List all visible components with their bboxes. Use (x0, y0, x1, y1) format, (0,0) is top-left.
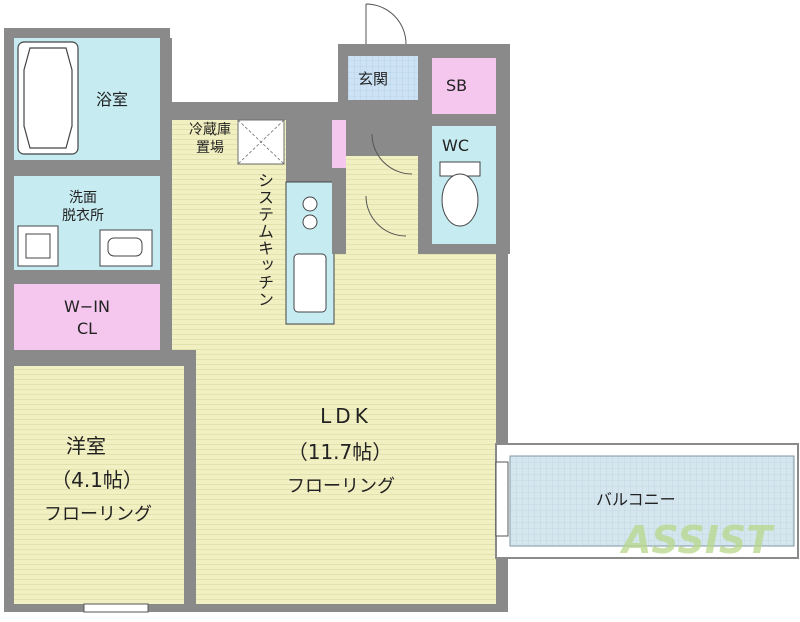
wall-west-vertical (160, 38, 172, 364)
washroom-label: 洗面 脱衣所 (62, 190, 104, 224)
wall-bath-wash (14, 160, 160, 176)
ldk-floor (172, 120, 496, 604)
shoe-box-label: SB (446, 76, 468, 95)
fridge-cross-b (237, 119, 285, 165)
bathtub-basin (23, 47, 73, 149)
entrance-floor (348, 56, 418, 100)
western-window (83, 603, 149, 613)
western-room-floor (14, 366, 184, 604)
fridge-space-label: 冷蔵庫 置場 (189, 122, 231, 156)
wall-room-ldk (184, 366, 196, 604)
wall-wash-closet (14, 270, 160, 284)
wall-kitchen-back (332, 168, 346, 254)
closet-floor (14, 284, 160, 350)
ldk-name: LDK (320, 404, 372, 428)
entrance-door-swing (365, 3, 407, 45)
stove-burner-1 (302, 196, 318, 212)
ldk-size: （11.7帖） (287, 440, 393, 464)
wc-door-swing (371, 133, 413, 175)
western-room-size: （4.1帖） (51, 468, 143, 492)
washbasin-bowl (107, 237, 143, 257)
wall-entrance-toilet (418, 44, 432, 254)
western-room-floor-label: フローリング (44, 504, 152, 525)
balcony-window (495, 461, 509, 537)
balcony-label: バルコニー (596, 490, 676, 509)
balcony-floor (509, 455, 795, 547)
toilet-label: WC (442, 136, 469, 155)
toilet-bowl (441, 173, 479, 227)
western-room-name: 洋室 (66, 434, 106, 458)
stove-burner-2 (302, 214, 318, 230)
wall-toilet-right (496, 44, 510, 254)
wall-closet-room (14, 350, 196, 366)
closet-label: W−IN CL (64, 297, 110, 338)
kitchen-label: システムキッチン (255, 172, 274, 308)
watermark-logo: ASSIST (622, 518, 773, 562)
closet-strip (332, 120, 346, 168)
entrance-label: 玄関 (358, 70, 389, 88)
shoe-box-floor (432, 58, 496, 114)
kitchen-sink (293, 253, 327, 313)
bath-label: 浴室 (96, 90, 129, 109)
ldk-floor-label: フローリング (287, 476, 395, 497)
ldk-door-swing (365, 195, 407, 237)
washing-machine-drum (25, 233, 51, 259)
